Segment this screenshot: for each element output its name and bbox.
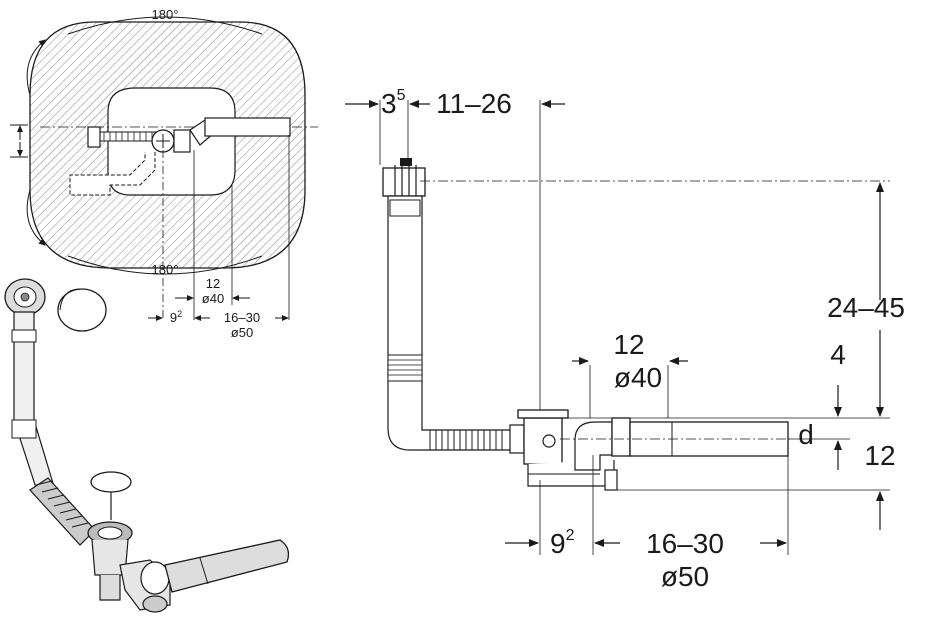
side-dim-11-26: 11–26 [436,88,512,119]
top-outlet-pipe [204,117,291,137]
rotation-arc-bottom [67,255,263,275]
side-dim-d50: ø50 [661,561,709,592]
svg-text:92: 92 [550,527,575,559]
top-dim-16-30: 16–30 [224,310,260,325]
angle-label-bottom: 180° [152,262,179,277]
top-dim-9: 9 [170,310,177,325]
perspective-view [4,278,290,613]
waste-plug [90,471,132,493]
side-dim-12: 12 [613,329,644,360]
side-dim-d40: ø40 [614,362,662,393]
side-dim-d: d [798,419,814,450]
persp-flex-hose [29,477,96,546]
side-dim-9-sup: 2 [566,527,575,544]
persp-outlet-pipe [164,539,290,593]
side-dim-3: 3 [381,88,397,119]
side-dim-4: 4 [830,339,846,370]
top-flex-hose [97,131,161,142]
side-dim-16-30: 16–30 [646,528,724,559]
top-dim-9-sup: 2 [177,309,182,319]
side-dim-12-vertical: 12 [864,440,895,471]
side-dim-9: 9 [550,528,566,559]
top-dim-d40: ø40 [202,291,224,306]
side-overflow-head [382,167,426,197]
top-view: 180° 180° [10,7,318,340]
top-dim-12: 12 [206,276,220,291]
rotation-arc-top [67,16,263,35]
side-dim-24-45: 24–45 [827,292,905,323]
side-dim-3-sup: 5 [397,87,406,104]
svg-text:35: 35 [381,87,406,119]
svg-text:92: 92 [170,309,182,325]
side-view: 35 11–26 24–45 12 ø40 4 d 12 92 16–30 ø5… [345,87,905,592]
angle-label-top: 180° [152,7,179,22]
top-dim-d50: ø50 [231,325,253,340]
